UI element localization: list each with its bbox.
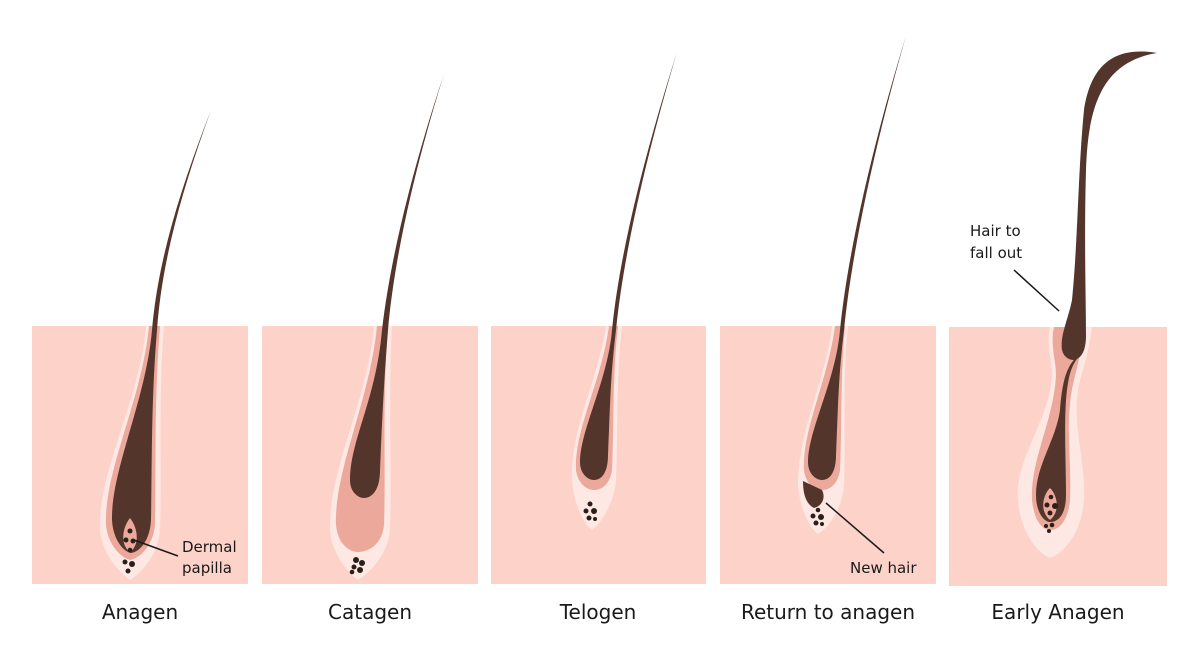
papilla-cells [583,501,597,521]
dermal-papilla-label-1: Dermal [182,538,237,556]
stage-label-early-anagen: Early Anagen [991,600,1124,624]
hair-shaft [350,74,444,498]
dermal-papilla [1043,488,1057,520]
panel-anagen: Dermal papilla Anagen [32,110,248,624]
dermal-papilla-pointer [133,539,179,557]
stage-label-anagen: Anagen [102,600,178,624]
hair-to-fall-out-pointer [1013,269,1060,312]
dermal-papilla [123,518,137,552]
dermal-papilla-label-2: papilla [182,559,232,577]
hair-to-fall-out-label-1: Hair to [970,222,1021,240]
new-hair-shaft [1036,354,1082,522]
old-hair-club [1061,51,1157,361]
stage-label-return-to-anagen: Return to anagen [741,600,915,624]
new-hair-pointer [825,502,885,554]
panel-catagen: Catagen [262,74,478,624]
new-hair-label: New hair [850,559,917,577]
hair-to-fall-out-label-2: fall out [970,244,1022,262]
hair-shaft [808,36,906,480]
hair-shaft [580,52,677,480]
papilla-cells [1044,494,1058,533]
panel-return-to-anagen: New hair Return to anagen [720,36,936,624]
hair-shaft [111,110,211,553]
panel-telogen: Telogen [491,52,706,624]
panel-early-anagen: Hair to fall out Early Anagen [949,51,1167,624]
stage-label-telogen: Telogen [559,600,637,624]
papilla-cells [349,557,365,575]
stage-label-catagen: Catagen [328,600,412,624]
new-hair-shaft [803,481,824,508]
papilla-cells [122,528,136,574]
papilla-cells [810,507,824,526]
